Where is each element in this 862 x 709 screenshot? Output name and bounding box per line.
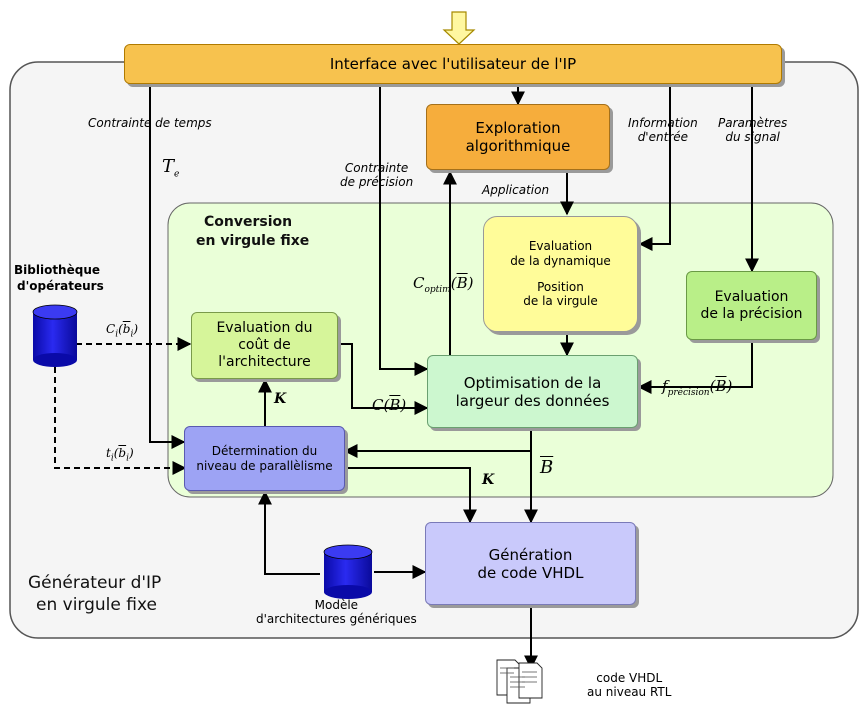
label-information-1: Information — [628, 116, 698, 130]
vhdl-document-icon — [496, 659, 543, 704]
parallelisme-line2: niveau de parallèlisme — [196, 458, 333, 473]
exploration-box: Exploration algorithmique — [426, 104, 610, 170]
exploration-line2: algorithmique — [465, 137, 571, 155]
math-ti-sub: i — [110, 453, 114, 464]
parallelisme-line1: Détermination du — [211, 444, 318, 459]
math-ci-symbol: C — [106, 322, 116, 336]
math-k-up: K — [274, 391, 287, 407]
generator-line2: en virgule fixe — [36, 595, 157, 616]
math-k-down: K — [482, 472, 495, 488]
math-ti-b: b — [118, 446, 127, 460]
model-label: Modèle d'architectures génériques — [256, 598, 417, 627]
optimisation-line2: largeur des données — [455, 391, 610, 410]
arrow-model-parallelisme — [258, 490, 320, 575]
label-application: Application — [482, 183, 550, 197]
output-line2: au niveau RTL — [587, 685, 672, 700]
math-cb-b: B — [389, 396, 401, 414]
math-ti-symbol: t — [106, 446, 111, 460]
arrow-cb — [338, 343, 429, 415]
label-parametres-2: du signal — [725, 129, 780, 144]
math-te: Te — [162, 156, 179, 180]
arrow-k-generation — [345, 467, 477, 524]
conversion-line2: en virgule fixe — [196, 232, 310, 249]
label-parametres: Paramètres du signal — [718, 116, 788, 145]
label-information-2: d'entrée — [637, 129, 688, 144]
math-coptim: Coptim(B) — [413, 274, 474, 295]
output-line1: code VHDL — [596, 671, 663, 685]
label-contrainte-precision: Contrainte de précision — [340, 161, 414, 190]
model-cylinder-icon — [323, 544, 373, 599]
precision-eval-line2: de la précision — [700, 305, 803, 322]
cout-line3: l'architecture — [218, 353, 311, 370]
math-coptim-sub: optim — [424, 285, 451, 295]
math-f-symbol: f — [662, 377, 668, 395]
math-ci-sub: i — [115, 329, 119, 340]
math-f-b: B — [715, 377, 727, 395]
exploration-line1: Exploration — [475, 119, 561, 137]
label-contrainte-precision-1: Contrainte — [344, 161, 409, 175]
label-contrainte-precision-2: de précision — [340, 174, 414, 189]
precision-eval-line1: Evaluation — [714, 288, 789, 305]
math-fprecision: fprécision(B) — [662, 377, 733, 398]
label-parametres-1: Paramètres — [718, 116, 788, 130]
generator-line1: Générateur d'IP — [28, 573, 162, 593]
cout-box: Evaluation du coût de l'architecture — [191, 312, 338, 379]
model-line1: Modèle — [314, 598, 359, 612]
cout-line1: Evaluation du — [216, 320, 313, 337]
math-b-output: B — [540, 457, 553, 478]
optimisation-box: Optimisation de la largeur des données — [427, 355, 638, 428]
output-label: code VHDL au niveau RTL — [587, 671, 671, 700]
dashed-ti — [54, 367, 187, 475]
input-arrow — [442, 11, 476, 45]
math-te-symbol: T — [162, 156, 175, 177]
math-ti-b-sub: i — [126, 453, 129, 464]
math-coptim-symbol: C — [413, 274, 425, 292]
library-title: Bibliothèque d'opérateurs — [14, 262, 104, 294]
dynamique-line3: Position — [537, 280, 584, 294]
conversion-title: Conversion en virgule fixe — [196, 213, 309, 251]
model-line2: d'architectures génériques — [256, 612, 417, 627]
parallelisme-box: Détermination du niveau de parallèlisme — [184, 426, 345, 491]
dynamique-box: Evaluation de la dynamique Position de l… — [483, 216, 638, 332]
math-te-sub: e — [174, 169, 180, 180]
arrow-contrainte-precision — [379, 84, 429, 376]
conversion-frame — [167, 202, 834, 498]
math-cb: C(B) — [372, 396, 407, 414]
math-cb-symbol: C — [372, 396, 384, 414]
dynamique-line2: de la dynamique — [510, 253, 611, 268]
label-contrainte-temps: Contrainte de temps — [88, 116, 212, 130]
optimisation-line1: Optimisation de la — [463, 373, 602, 392]
library-cylinder-icon — [32, 304, 78, 367]
precision-eval-box: Evaluation de la précision — [686, 271, 817, 340]
math-ci-b-sub: i — [130, 329, 134, 340]
math-ci: Ci(bi) — [106, 322, 139, 340]
conversion-line1: Conversion — [204, 214, 293, 230]
math-f-sub: précision — [667, 388, 710, 398]
vhdl-generation-box: Génération de code VHDL — [425, 522, 636, 605]
dynamique-line4: de la virgule — [523, 294, 598, 309]
interface-box: Interface avec l'utilisateur de l'IP — [124, 44, 782, 84]
cout-line2: coût de — [238, 337, 291, 354]
arrow-information — [638, 84, 671, 251]
library-line2: d'opérateurs — [17, 279, 104, 294]
interface-label: Interface avec l'utilisateur de l'IP — [329, 55, 577, 73]
vhdl-generation-line1: Génération — [488, 545, 573, 564]
math-b-output-symbol: B — [540, 457, 554, 478]
generator-title: Générateur d'IP en virgule fixe — [28, 572, 161, 616]
vhdl-generation-line2: de code VHDL — [477, 563, 584, 582]
arrow-contrainte-temps — [149, 84, 186, 449]
math-ti: ti(bi) — [106, 446, 134, 464]
math-ci-b: b — [122, 322, 131, 336]
arrow-fprecision — [637, 340, 753, 394]
library-line1: Bibliothèque — [14, 263, 101, 277]
dynamique-line1: Evaluation — [528, 239, 593, 254]
math-coptim-b: B — [456, 274, 468, 292]
label-information: Information d'entrée — [628, 116, 698, 145]
